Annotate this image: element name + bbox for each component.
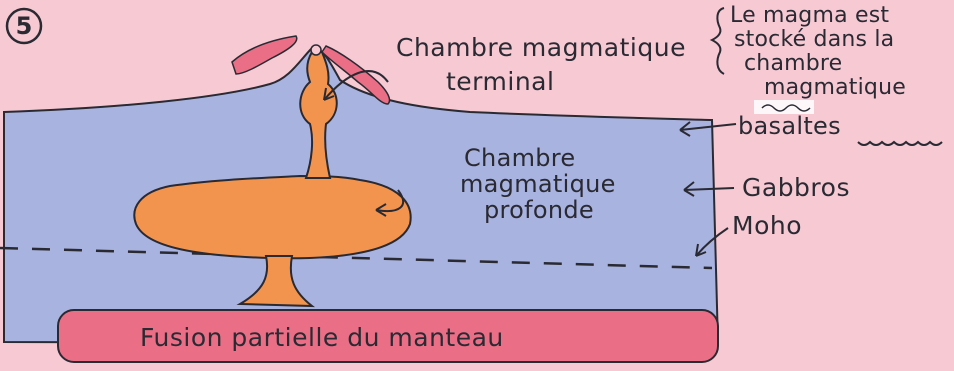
side-note-line3: chambre (744, 51, 842, 76)
mantle-melting-label: Fusion partielle du manteau (140, 323, 504, 352)
terminal-chamber-label-line1: Chambre magmatique (396, 33, 686, 62)
moho-label: Moho (732, 211, 802, 240)
deep-chamber-label-line3: profonde (484, 196, 594, 224)
gabbros-label: Gabbros (742, 173, 850, 202)
side-note-line4: magmatique (764, 75, 906, 100)
deep-chamber-label-line1: Chambre (464, 144, 576, 172)
deep-chamber-label-line2: magmatique (460, 170, 616, 198)
deep-magma-chamber (134, 176, 410, 258)
vent (311, 45, 321, 55)
terminal-chamber-label-line2: terminal (446, 67, 554, 96)
side-note-line1: Le magma est (730, 3, 889, 28)
basalts-label: basaltes (738, 112, 841, 140)
step-number: 5 (16, 12, 33, 40)
side-note-line2: stocké dans la (734, 27, 894, 52)
